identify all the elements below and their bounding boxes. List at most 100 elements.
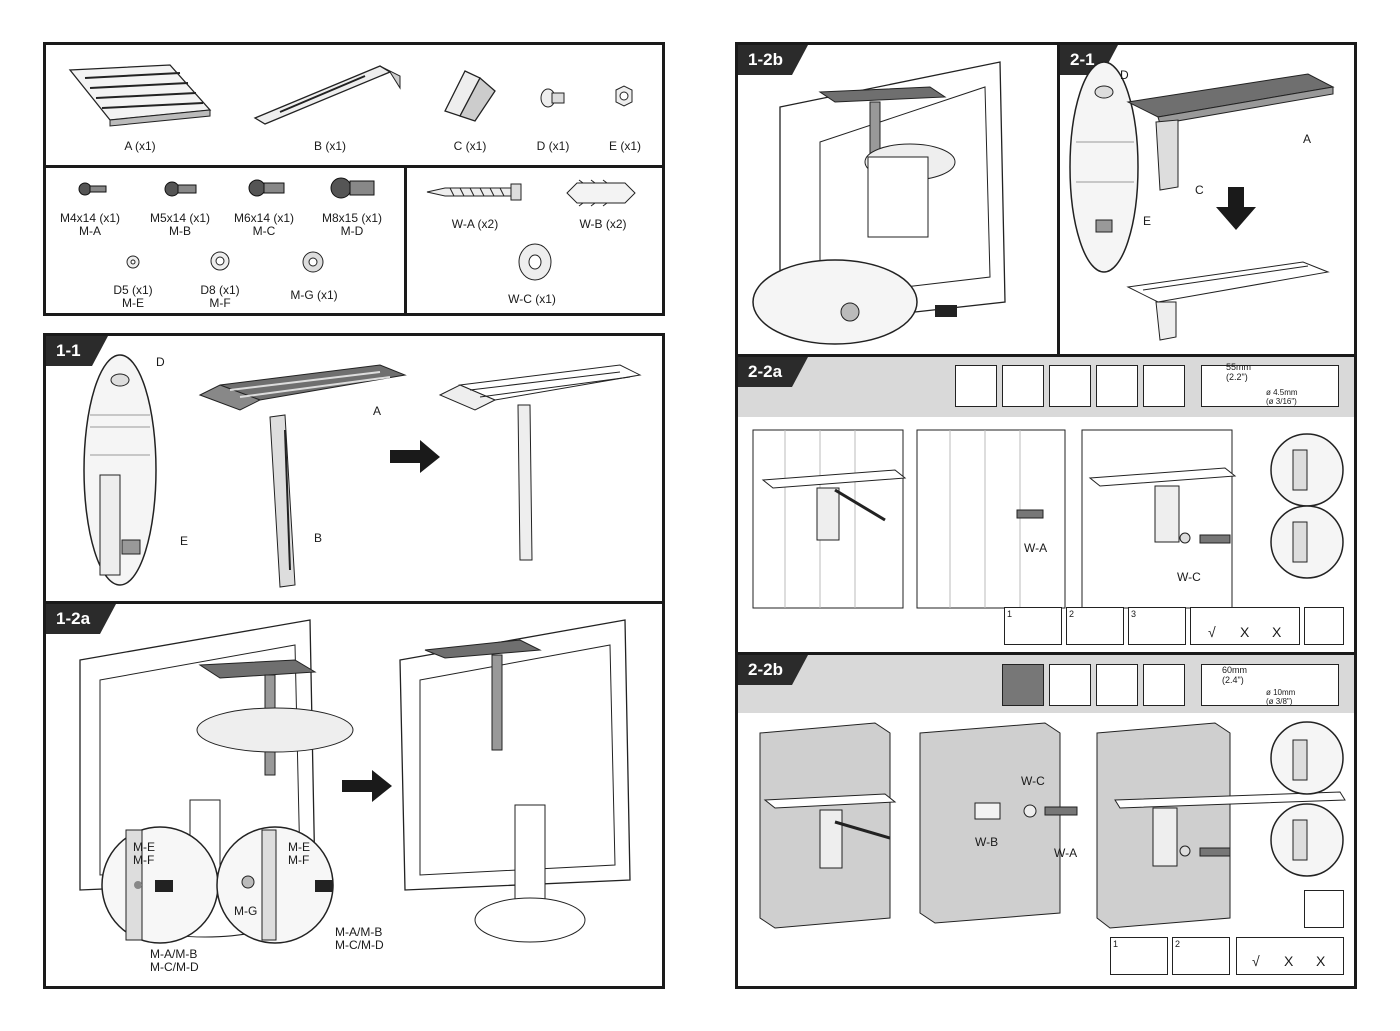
dim-2-2a-b: (2.2") [1226, 372, 1248, 382]
right-divider-h2 [737, 652, 1355, 655]
right-divider-h1 [737, 354, 1355, 357]
step-1-1-callout-d: D [156, 355, 165, 369]
washer-m-e-icon [126, 255, 140, 269]
washer-m-e-size: D5 (x1) [113, 283, 153, 297]
screw-m-a-code: M-A [79, 224, 101, 238]
tool-stud-wall-icon [955, 365, 997, 407]
wood-screw-w-a-label: W-A (x2) [451, 217, 499, 231]
tool-pencil-icon [1096, 365, 1138, 407]
tool-pencil-icon-2 [1096, 664, 1138, 706]
step-1-2a-screws-1a: M-A/M-B [150, 947, 198, 961]
part-a-shelf-icon [68, 64, 212, 127]
tool-level-icon [1049, 365, 1091, 407]
part-e-nut-icon [615, 85, 633, 107]
step-2-2b-callout-wb: W-B [975, 835, 999, 849]
step-2-1-callout-a: A [1303, 132, 1312, 146]
level-ok-mark: √ [1208, 624, 1216, 640]
washer-m-f-icon [210, 251, 230, 271]
step-2-2a-level-check [1190, 607, 1300, 645]
step-2-2a-illustration [752, 429, 1344, 609]
step-2-2b-substep-2: 2 [1172, 937, 1230, 975]
step-2-2b-drill-tighten [1304, 890, 1344, 928]
screw-m-a-icon [78, 182, 107, 196]
tool-level-icon-2 [1049, 664, 1091, 706]
tool-drill-icon [1143, 365, 1185, 407]
dim-2-2b-a: 60mm [1222, 665, 1248, 675]
dim-2-2a-c: ø 4.5mm [1266, 388, 1298, 397]
screw-m-d-code: M-D [340, 224, 364, 238]
level-ok-mark-2: √ [1252, 953, 1260, 969]
level-x-mark-2: X [1272, 624, 1282, 640]
right-divider-v [1057, 44, 1060, 356]
step-1-divider [45, 601, 663, 604]
step-2-2a-drill-tighten [1304, 607, 1344, 645]
step-1-2a-screws-1b: M-C/M-D [150, 960, 199, 974]
washer-m-f-size: D8 (x1) [200, 283, 240, 297]
screw-m-c-size: M6x14 (x1) [233, 211, 295, 225]
step-1-2a-mf-2: M-F [288, 853, 310, 867]
step-2-1-callout-e: E [1143, 214, 1152, 228]
spacer-m-g-icon [302, 251, 324, 273]
dim-2-2b-d: (ø 3/8") [1266, 697, 1293, 706]
part-b-bracket-icon [253, 65, 401, 125]
drill-spec-box-2 [1201, 664, 1339, 706]
step-2-2b-callout-wa: W-A [1054, 846, 1078, 860]
wood-screw-w-a-icon [426, 183, 522, 201]
step-1-2a-illustration [79, 619, 631, 944]
step-1-2a-mf-1: M-F [133, 853, 155, 867]
step-2-2a-callout-wa: W-A [1024, 541, 1048, 555]
screw-m-c-icon [248, 179, 285, 197]
washer-m-e-code: M-E [122, 296, 144, 310]
tool-concrete-wall-icon [1002, 664, 1044, 706]
washer-w-c-label: W-C (x1) [508, 292, 556, 306]
substep-2b-2-number: 2 [1175, 939, 1181, 949]
anchor-w-b-icon [566, 179, 636, 207]
dim-2-2b-b: (2.4") [1222, 675, 1244, 685]
step-2-2b-level-check [1236, 937, 1344, 975]
washer-m-f-code: M-F [209, 296, 231, 310]
substep-2b-1-number: 1 [1113, 939, 1119, 949]
substep-1-number: 1 [1007, 609, 1013, 619]
step-1-2a-mg: M-G [234, 904, 258, 918]
step-1-2a-screws-2b: M-C/M-D [335, 938, 384, 952]
screw-m-d-icon [330, 177, 375, 199]
screw-m-a-size: M4x14 (x1) [59, 211, 121, 225]
screw-m-c-code: M-C [252, 224, 276, 238]
screw-m-b-code: M-B [169, 224, 191, 238]
spacer-m-g-label: M-G (x1) [290, 288, 338, 302]
screw-m-d-size: M8x15 (x1) [321, 211, 383, 225]
step-2-1-illustration [1069, 61, 1335, 341]
part-a-label: A (x1) [124, 139, 156, 153]
dim-2-2b-c: ø 10mm [1266, 688, 1296, 697]
step-1-1-illustration [83, 354, 642, 588]
tool-drill-icon-2 [1143, 664, 1185, 706]
dim-2-2a-d: (ø 3/16") [1266, 397, 1297, 406]
step-2-1-callout-c: C [1195, 183, 1204, 197]
step-1-1-callout-a: A [373, 404, 382, 418]
step-2-2a-substep-3: 3 [1128, 607, 1186, 645]
level-x-mark-3: X [1284, 953, 1294, 969]
step-2-2b-callout-wc: W-C [1021, 774, 1045, 788]
step-2-2b-illustration [759, 721, 1346, 929]
part-c-angle-icon [444, 70, 496, 122]
part-b-label: B (x1) [313, 139, 346, 153]
part-e-label: E (x1) [608, 139, 641, 153]
level-x-mark-1: X [1240, 624, 1250, 640]
step-1-2a-me-1: M-E [133, 840, 155, 854]
tool-stud-finder-icon [1002, 365, 1044, 407]
anchor-w-b-label: W-B (x2) [579, 217, 627, 231]
parts-divider-v [404, 167, 407, 314]
step-2-2b-substep-1: 1 [1110, 937, 1168, 975]
washer-w-c-icon [518, 243, 552, 281]
step-1-2a-tab: 1-2a [46, 604, 116, 634]
parts-divider-h [45, 165, 663, 168]
screw-m-b-icon [164, 181, 197, 197]
screw-m-b-size: M5x14 (x1) [149, 211, 211, 225]
step-2-2a-callout-wc: W-C [1177, 570, 1201, 584]
step-1-2a-screws-2a: M-A/M-B [335, 925, 383, 939]
substep-3-number: 3 [1131, 609, 1137, 619]
step-2-2a-substep-2: 2 [1066, 607, 1124, 645]
part-d-bolt-icon [540, 88, 565, 108]
step-1-2b-illustration [752, 61, 1006, 345]
level-x-mark-4: X [1316, 953, 1326, 969]
